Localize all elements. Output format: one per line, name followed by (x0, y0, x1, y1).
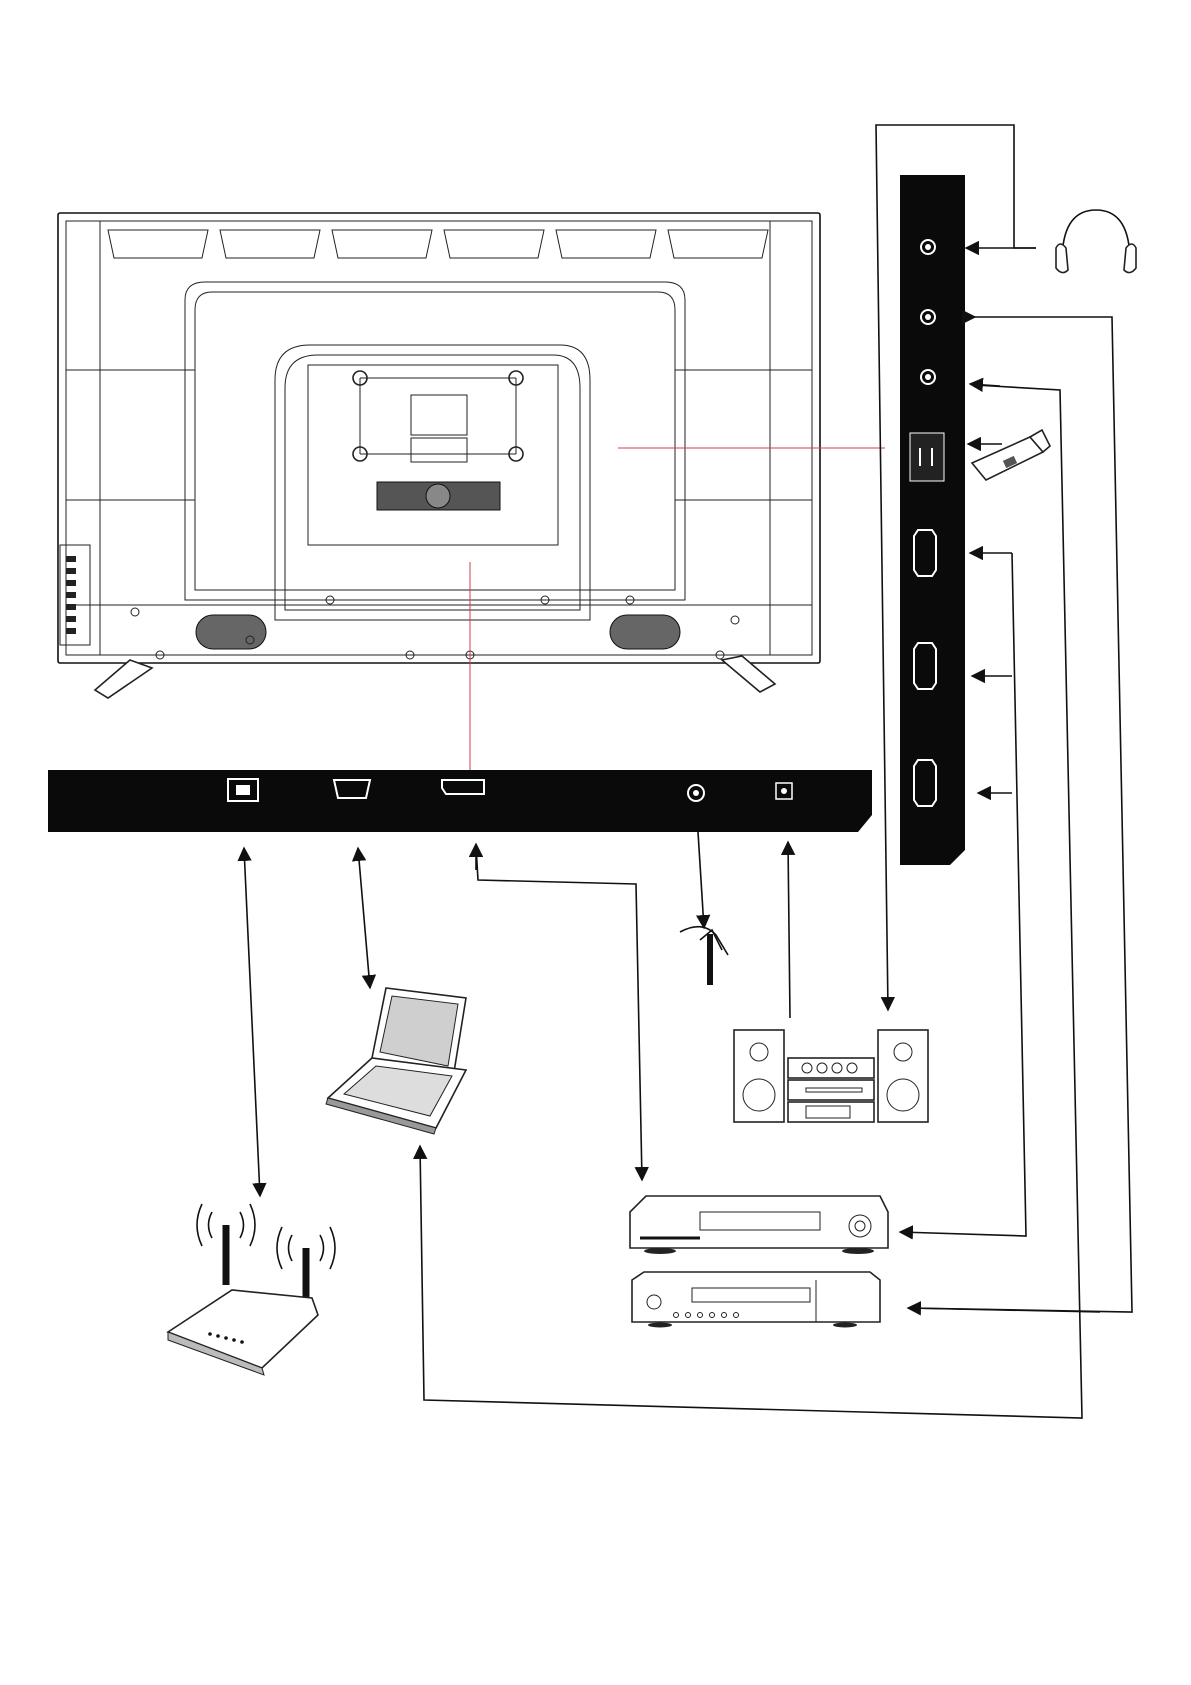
side-connector-panel (900, 175, 965, 865)
bottom-connector-panel (48, 770, 872, 832)
hifi-system-icon (734, 1030, 928, 1122)
usb-stick-icon (972, 430, 1050, 480)
antenna-icon (680, 927, 728, 985)
dvd-player-icon (632, 1272, 880, 1328)
router-icon (168, 1204, 335, 1375)
laptop-icon (326, 988, 466, 1134)
tv-back-icon (58, 213, 885, 770)
usb-port-icon (910, 433, 944, 481)
vcr-icon (630, 1196, 888, 1254)
headphones-icon (1056, 210, 1136, 273)
